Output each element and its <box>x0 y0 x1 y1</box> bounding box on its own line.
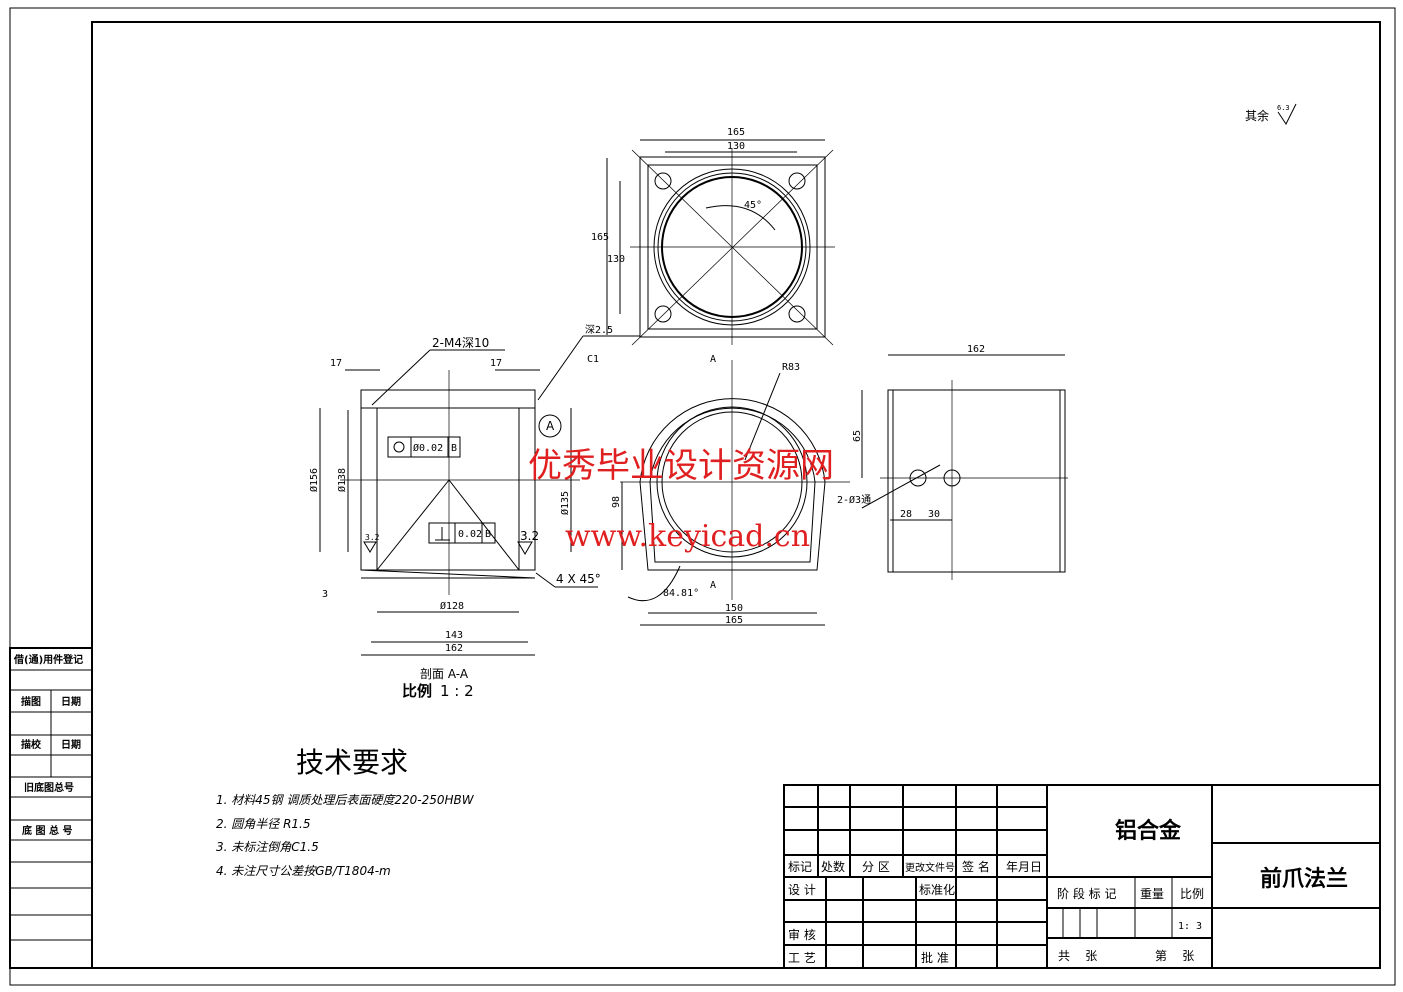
scale-label: 比例 <box>402 682 432 700</box>
dim-height-outer: 165 <box>591 232 609 243</box>
scale-value: 1 : 2 <box>440 682 474 700</box>
svg-text:借(通)用件登记: 借(通)用件登记 <box>13 653 83 666</box>
svg-text:1: 3: 1: 3 <box>1178 921 1202 932</box>
svg-text:处数: 处数 <box>821 859 845 874</box>
holes-note: 2-Ø3通 <box>837 494 871 506</box>
height-label: 98 <box>611 496 622 508</box>
dia-inner: Ø138 <box>336 468 348 492</box>
dim-30: 30 <box>928 509 940 520</box>
bolt-hole <box>654 172 672 190</box>
svg-text:描图: 描图 <box>21 695 41 708</box>
material-label: 铝合金 <box>1115 818 1182 844</box>
svg-text:底 图 总 号: 底 图 总 号 <box>22 824 72 837</box>
svg-text:阶 段 标 记: 阶 段 标 记 <box>1057 886 1116 901</box>
angle-label: 45° <box>744 200 762 211</box>
section-mark-bottom: A <box>710 580 716 591</box>
outer-border <box>9 7 1396 986</box>
bolt-hole <box>788 172 806 190</box>
tech-item: 1. 材料45钢 调质处理后表面硬度220-250HBW <box>216 793 475 807</box>
section-mark-top: A <box>710 354 716 365</box>
surface-roughness-note: 其余 6.3 <box>1245 103 1297 125</box>
dia-outer: Ø156 <box>308 468 320 492</box>
left-registration-strip: 借(通)用件登记 描图 日期 描校 日期 旧底图总号 底 图 总 号 <box>9 647 93 969</box>
roughness-right: 3.2 <box>520 529 539 543</box>
roughness-value: 6.3 <box>1277 104 1290 112</box>
watermark-url: www.keyicad.cn <box>565 519 810 554</box>
roundness-icon <box>393 441 405 453</box>
dim-165: 165 <box>725 615 743 626</box>
bolt-hole <box>654 305 672 323</box>
dim-150: 150 <box>725 603 743 614</box>
dim-width-outer: 165 <box>727 127 745 138</box>
bolt-hole <box>788 305 806 323</box>
dia-bottom: Ø128 <box>440 600 464 612</box>
perpendicularity-icon <box>435 527 450 541</box>
tech-item: 3. 未标注倒角C1.5 <box>216 840 319 854</box>
dim-width-bolts: 130 <box>727 141 745 152</box>
svg-text:签 名: 签 名 <box>962 859 990 874</box>
svg-text:设 计: 设 计 <box>788 883 816 897</box>
svg-text:B: B <box>485 529 491 540</box>
svg-text:分 区: 分 区 <box>862 860 890 874</box>
datum-a-circle <box>538 414 562 438</box>
roughness-label: 其余 <box>1245 108 1269 123</box>
top-view: 165 130 165 130 45° 深2.5 <box>583 127 835 346</box>
radius-label: R83 <box>782 362 800 373</box>
roughness-symbol-icon <box>1277 103 1297 125</box>
front-view: A A R83 98 84.81° 150 165 <box>611 354 850 626</box>
depth-note: 深2.5 <box>585 324 613 336</box>
svg-text:Ø0.02: Ø0.02 <box>413 442 443 454</box>
svg-text:共 张: 共 张 <box>1058 949 1097 963</box>
svg-text:年月日: 年月日 <box>1006 860 1042 874</box>
tech-title: 技术要求 <box>296 746 408 779</box>
dim-28: 28 <box>900 509 912 520</box>
angle-label: 84.81° <box>663 588 699 599</box>
dim-3: 3 <box>322 589 328 600</box>
chamfer-note: C1 <box>587 354 599 365</box>
svg-text:日期: 日期 <box>61 738 81 751</box>
section-title: 剖面 A-A <box>420 667 469 681</box>
svg-text:0.02: 0.02 <box>458 529 482 540</box>
svg-text:重量: 重量 <box>1140 887 1164 901</box>
svg-text:审 核: 审 核 <box>788 927 816 942</box>
svg-text:描校: 描校 <box>21 738 42 751</box>
dim-height: 65 <box>852 430 863 442</box>
chamfer-4x45: 4 X 45° <box>556 572 601 586</box>
svg-text:标记: 标记 <box>788 860 812 874</box>
section-view-a-a: 2-M4深10 17 17 C1 A Ø156 Ø138 Ø135 Ø0.02 … <box>308 335 601 700</box>
roundness-tolerance-frame: Ø0.02 B <box>387 436 461 458</box>
tech-item: 2. 圆角半径 R1.5 <box>216 817 311 831</box>
svg-text:B: B <box>451 443 457 454</box>
svg-text:工 艺: 工 艺 <box>788 951 816 965</box>
inner-frame <box>91 21 1381 969</box>
perpendicularity-tolerance-frame: 0.02 B <box>428 522 496 544</box>
dim-162: 162 <box>445 643 463 654</box>
thread-note: 2-M4深10 <box>432 336 489 350</box>
datum-label: A <box>546 419 555 433</box>
part-name: 前爪法兰 <box>1260 866 1348 892</box>
svg-text:旧底图总号: 旧底图总号 <box>24 781 74 794</box>
svg-text:第 张: 第 张 <box>1155 949 1194 963</box>
dim-right: 17 <box>490 358 502 369</box>
dim-width: 162 <box>967 344 985 355</box>
dim-left: 17 <box>330 358 342 369</box>
watermark-text: 优秀毕业设计资源网 <box>528 446 834 486</box>
svg-text:比例: 比例 <box>1180 887 1204 901</box>
technical-requirements: 技术要求 1. 材料45钢 调质处理后表面硬度220-250HBW 2. 圆角半… <box>216 746 475 878</box>
dim-143: 143 <box>445 630 463 641</box>
tech-item: 4. 未注尺寸公差按GB/T1804-m <box>216 864 391 878</box>
side-view: 162 65 2-Ø3通 28 30 <box>837 344 1068 580</box>
dim-height-bolts: 130 <box>607 254 625 265</box>
svg-text:标准化: 标准化 <box>919 883 955 897</box>
svg-text:批 准: 批 准 <box>921 950 949 965</box>
svg-text:日期: 日期 <box>61 695 81 708</box>
roughness-left: 3.2 <box>365 533 380 542</box>
title-block: 标记 处数 分 区 更改文件号 签 名 年月日 设 计 标准化 审 核 工 艺 … <box>783 784 1381 969</box>
dia-right: Ø135 <box>559 491 571 515</box>
svg-text:更改文件号: 更改文件号 <box>905 861 955 874</box>
